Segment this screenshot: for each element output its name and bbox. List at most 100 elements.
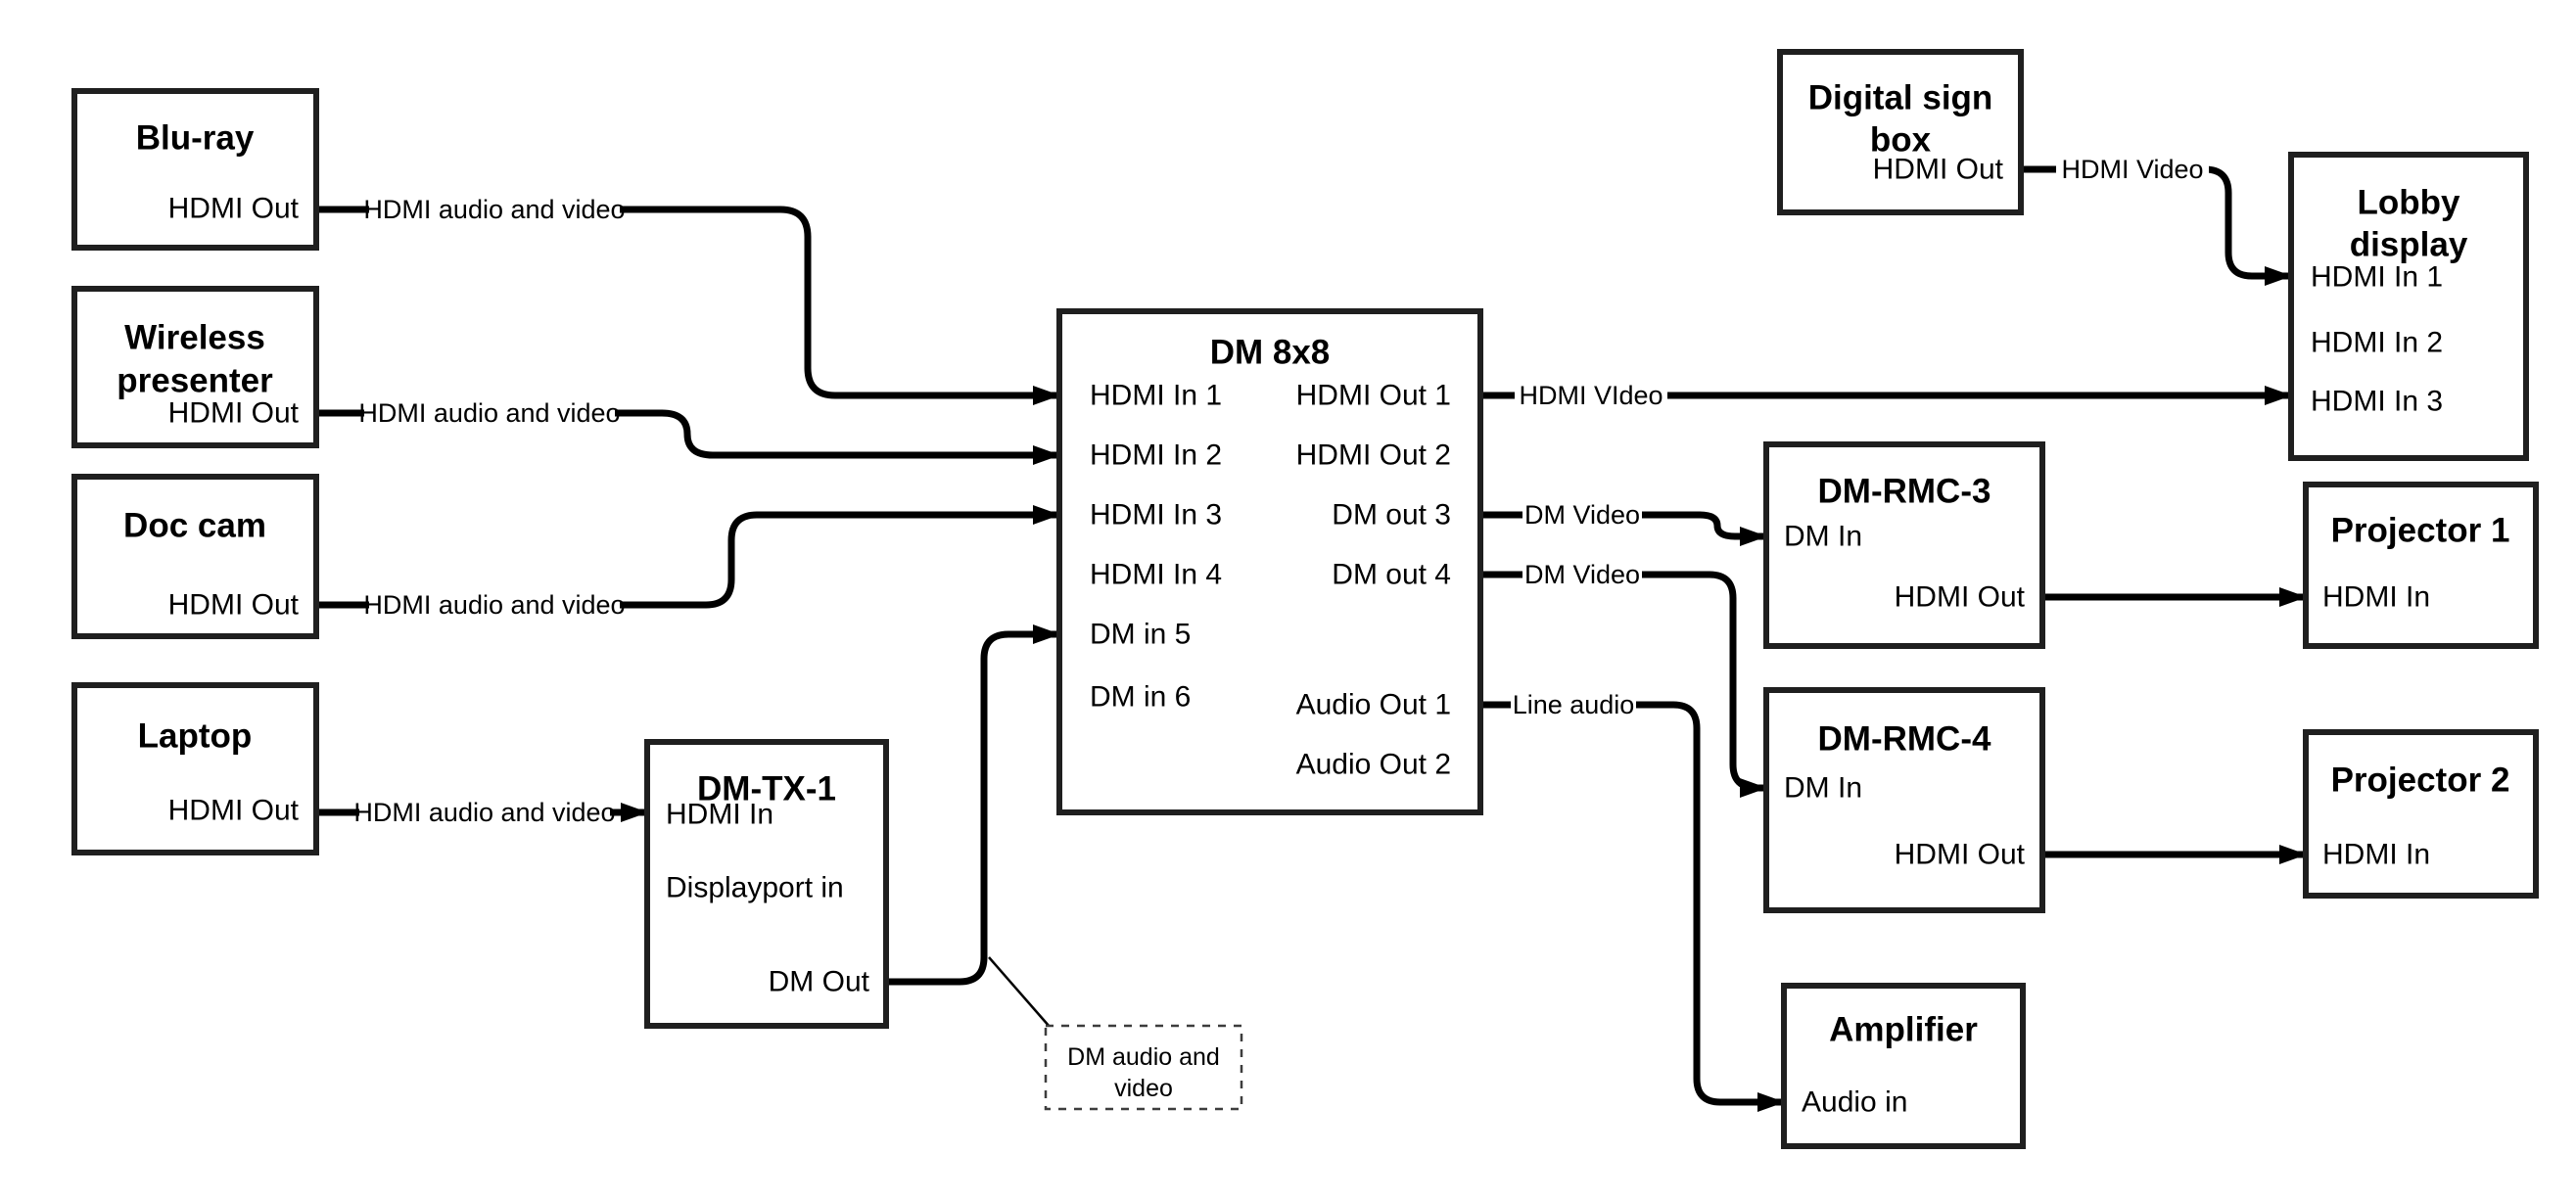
node-projector-2: Projector 2 HDMI In	[2303, 729, 2539, 899]
port-label-hdmi-in-4: HDMI In 4	[1090, 559, 1222, 591]
node-title: Projector 1	[2331, 512, 2510, 550]
edge-dm8x8-audioout1-to-amp-audioin	[1480, 701, 1785, 1112]
node-box	[1763, 441, 2045, 649]
annotation-text-line-2: video	[1114, 1075, 1173, 1102]
edge-dmtx1-dmout-to-dm8x8-in5	[886, 624, 1060, 986]
edge-dm8x8-dmout4-to-rmc4-dmin	[1480, 571, 1767, 798]
edge-label-bg	[1511, 688, 1636, 721]
edge-bluray-to-dm8x8-in1	[316, 206, 1060, 405]
node-title-line-2: display	[2350, 226, 2468, 264]
edge-label-text: DM Video	[1524, 500, 1640, 530]
port-label-dm-in-6: DM in 6	[1090, 681, 1191, 714]
node-box	[71, 88, 319, 251]
node-box	[2288, 152, 2529, 461]
node-blu-ray: Blu-ray HDMI Out	[71, 88, 319, 251]
node-title-line-1: Lobby	[2358, 184, 2461, 222]
node-amplifier: Amplifier Audio in	[1781, 983, 2026, 1149]
port-label-hdmi-in-2: HDMI In 2	[1090, 439, 1222, 472]
node-box	[71, 286, 319, 448]
node-title: DM-TX-1	[697, 770, 836, 808]
node-title: DM 8x8	[1210, 334, 1331, 372]
edge-doccam-to-dm8x8-in3	[316, 505, 1060, 609]
port-label-hdmi-in-3: HDMI In 3	[2311, 386, 2443, 418]
edge-label-bluray: HDMI audio and video	[363, 193, 626, 226]
edge-label-text: DM Video	[1524, 560, 1640, 589]
port-label-hdmi-out: HDMI Out	[168, 589, 300, 622]
node-box	[1781, 983, 2026, 1149]
port-label-hdmi-out-2: HDMI Out 2	[1296, 439, 1451, 472]
node-box	[1056, 308, 1483, 815]
edge-label-bg	[1522, 558, 1642, 591]
node-box	[1777, 49, 2024, 215]
edge-label-text: HDMI audio and video	[363, 195, 625, 224]
edge-label-bg	[359, 796, 610, 829]
node-doc-cam: Doc cam HDMI Out	[71, 474, 319, 639]
node-box	[71, 682, 319, 855]
port-label-dm-in: DM In	[1784, 772, 1862, 805]
edge-label-dm-video-out3: DM Video	[1522, 498, 1642, 531]
node-projector-1: Projector 1 HDMI In	[2303, 482, 2539, 649]
node-laptop: Laptop HDMI Out	[71, 682, 319, 855]
edge-label-bg	[1515, 379, 1667, 412]
node-digital-sign-box: Digital sign box HDMI Out	[1777, 49, 2024, 215]
node-dm-8x8: DM 8x8 HDMI In 1 HDMI In 2 HDMI In 3 HDM…	[1056, 308, 1483, 815]
port-label-dm-in-5: DM in 5	[1090, 619, 1191, 651]
edge-label-line-audio: Line audio	[1511, 688, 1636, 721]
port-label-hdmi-out: HDMI Out	[1895, 581, 2026, 614]
edge-label-laptop: HDMI audio and video	[353, 796, 616, 829]
node-title: DM-RMC-3	[1818, 473, 1991, 511]
port-label-dm-out-4: DM out 4	[1332, 559, 1451, 591]
port-label-dm-out-3: DM out 3	[1332, 499, 1451, 531]
node-wireless-presenter: Wireless presenter HDMI Out	[71, 286, 319, 448]
edge-label-wireless: HDMI audio and video	[358, 396, 621, 430]
port-label-hdmi-in: HDMI In	[2322, 581, 2430, 614]
port-label-hdmi-out: HDMI Out	[168, 397, 300, 430]
annotation-leader-line	[988, 956, 1051, 1028]
node-box	[644, 739, 889, 1029]
edge-dm8x8-dmout3-to-rmc3-dmin	[1480, 511, 1767, 546]
edge-label-text: Line audio	[1513, 690, 1635, 719]
edge-label-bg	[369, 193, 620, 226]
node-title-line-1: Wireless	[124, 319, 265, 357]
node-title-line-2: box	[1870, 121, 1932, 160]
edge-label-doccam: HDMI audio and video	[363, 588, 626, 622]
edge-digitalsign-to-lobby-in1	[2021, 165, 2292, 286]
edge-label-hdmi-video-digitalsign: HDMI Video	[2056, 153, 2209, 186]
port-label-hdmi-out: HDMI Out	[1873, 154, 2004, 186]
port-label-hdmi-out: HDMI Out	[1895, 839, 2026, 871]
node-dm-rmc-3: DM-RMC-3 DM In HDMI Out	[1763, 441, 2045, 649]
annotation-box	[1044, 1024, 1243, 1111]
annotation-dm-audio-and-video: DM audio and video	[988, 956, 1243, 1111]
node-lobby-display: Lobby display HDMI In 1 HDMI In 2 HDMI I…	[2288, 152, 2529, 461]
edge-label-text: HDMI audio and video	[353, 798, 615, 827]
port-label-audio-out-1: Audio Out 1	[1296, 689, 1451, 721]
node-title: Laptop	[138, 717, 253, 756]
edge-wireless-to-dm8x8-in2	[316, 409, 1060, 465]
port-label-hdmi-in: HDMI In	[666, 799, 773, 831]
edge-label-text: HDMI audio and video	[358, 398, 620, 428]
edge-label-bg	[2056, 153, 2209, 186]
port-label-audio-out-2: Audio Out 2	[1296, 749, 1451, 781]
port-label-dm-in: DM In	[1784, 521, 1862, 553]
node-dm-tx-1: DM-TX-1 HDMI In Displayport in DM Out	[644, 739, 889, 1029]
node-box	[2303, 729, 2539, 899]
port-label-hdmi-out-1: HDMI Out 1	[1296, 380, 1451, 412]
edge-label-bg	[1522, 498, 1642, 531]
port-label-hdmi-in-2: HDMI In 2	[2311, 327, 2443, 359]
port-label-dm-out: DM Out	[769, 966, 870, 998]
edge-label-hdmi-video-out1: HDMI VIdeo	[1515, 379, 1667, 412]
port-label-hdmi-in: HDMI In	[2322, 839, 2430, 871]
edge-label-text: HDMI audio and video	[363, 590, 625, 620]
port-label-audio-in: Audio in	[1802, 1086, 1907, 1119]
node-title: DM-RMC-4	[1818, 720, 1991, 759]
node-dm-rmc-4: DM-RMC-4 DM In HDMI Out	[1763, 687, 2045, 913]
node-title: Blu-ray	[136, 119, 255, 158]
node-box	[2303, 482, 2539, 649]
node-box	[1763, 687, 2045, 913]
nodes-layer: Blu-ray HDMI Out Wireless presenter HDMI…	[71, 49, 2539, 1149]
edge-label-bg	[364, 396, 615, 430]
edge-label-dm-video-out4: DM Video	[1522, 558, 1642, 591]
node-title: Amplifier	[1829, 1011, 1978, 1049]
edge-labels-layer: HDMI audio and video HDMI audio and vide…	[353, 153, 2209, 829]
